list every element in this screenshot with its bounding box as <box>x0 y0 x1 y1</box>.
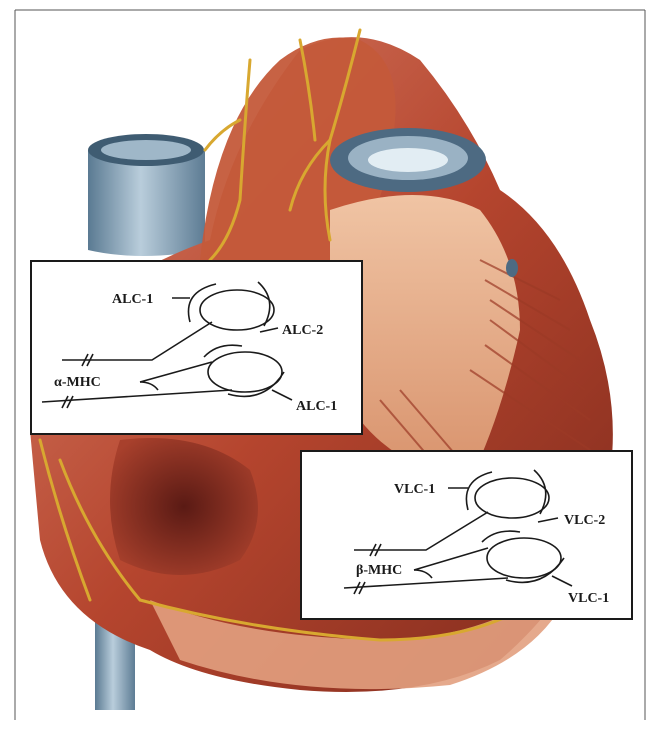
ventricular-myosin-diagram: VLC-1 VLC-2 β-MHC VLC-1 <box>302 452 635 622</box>
leader-alc2 <box>260 328 278 332</box>
myosin-neck-lower <box>414 548 488 570</box>
label-heavy-chain: β-MHC <box>356 563 402 578</box>
myosin-neck-curve <box>414 570 432 578</box>
essential-light-chain-arc-top <box>466 472 492 510</box>
superior-vena-cava <box>88 134 205 256</box>
label-alc1-bottom: ALC-1 <box>296 399 337 414</box>
myosin-head-upper <box>475 478 549 518</box>
label-vlc1-top: VLC-1 <box>394 482 435 497</box>
regulatory-light-chain-arc-bottom <box>482 531 520 542</box>
myosin-tail-lower <box>344 578 508 588</box>
myosin-neck-curve <box>140 382 158 390</box>
myosin-head-lower <box>487 538 561 578</box>
ventricular-myosin-inset: VLC-1 VLC-2 β-MHC VLC-1 <box>300 450 633 620</box>
myosin-neck-upper <box>414 512 488 550</box>
regulatory-light-chain-arc-top <box>258 282 270 326</box>
label-alc1-top: ALC-1 <box>112 292 153 307</box>
vessel-stub <box>506 259 518 277</box>
myosin-head-upper <box>200 290 274 330</box>
myosin-head-lower <box>208 352 282 392</box>
label-heavy-chain: α-MHC <box>54 375 101 390</box>
tail-break-lower <box>62 396 73 408</box>
label-vlc1-bottom: VLC-1 <box>568 591 609 606</box>
myosin-neck-lower <box>140 362 212 382</box>
atrial-myosin-inset: ALC-1 ALC-2 α-MHC ALC-1 <box>30 260 363 435</box>
myosin-neck-upper <box>140 322 212 360</box>
leader-vlc2 <box>538 518 558 522</box>
essential-light-chain-arc-bottom <box>506 558 564 582</box>
atrial-myosin-diagram: ALC-1 ALC-2 α-MHC ALC-1 <box>32 262 365 437</box>
label-vlc2: VLC-2 <box>564 513 605 528</box>
label-alc2: ALC-2 <box>282 323 323 338</box>
leader-alc1-bottom <box>272 390 292 400</box>
leader-vlc1-bottom <box>552 576 572 586</box>
pulmonary-valve <box>330 128 486 192</box>
